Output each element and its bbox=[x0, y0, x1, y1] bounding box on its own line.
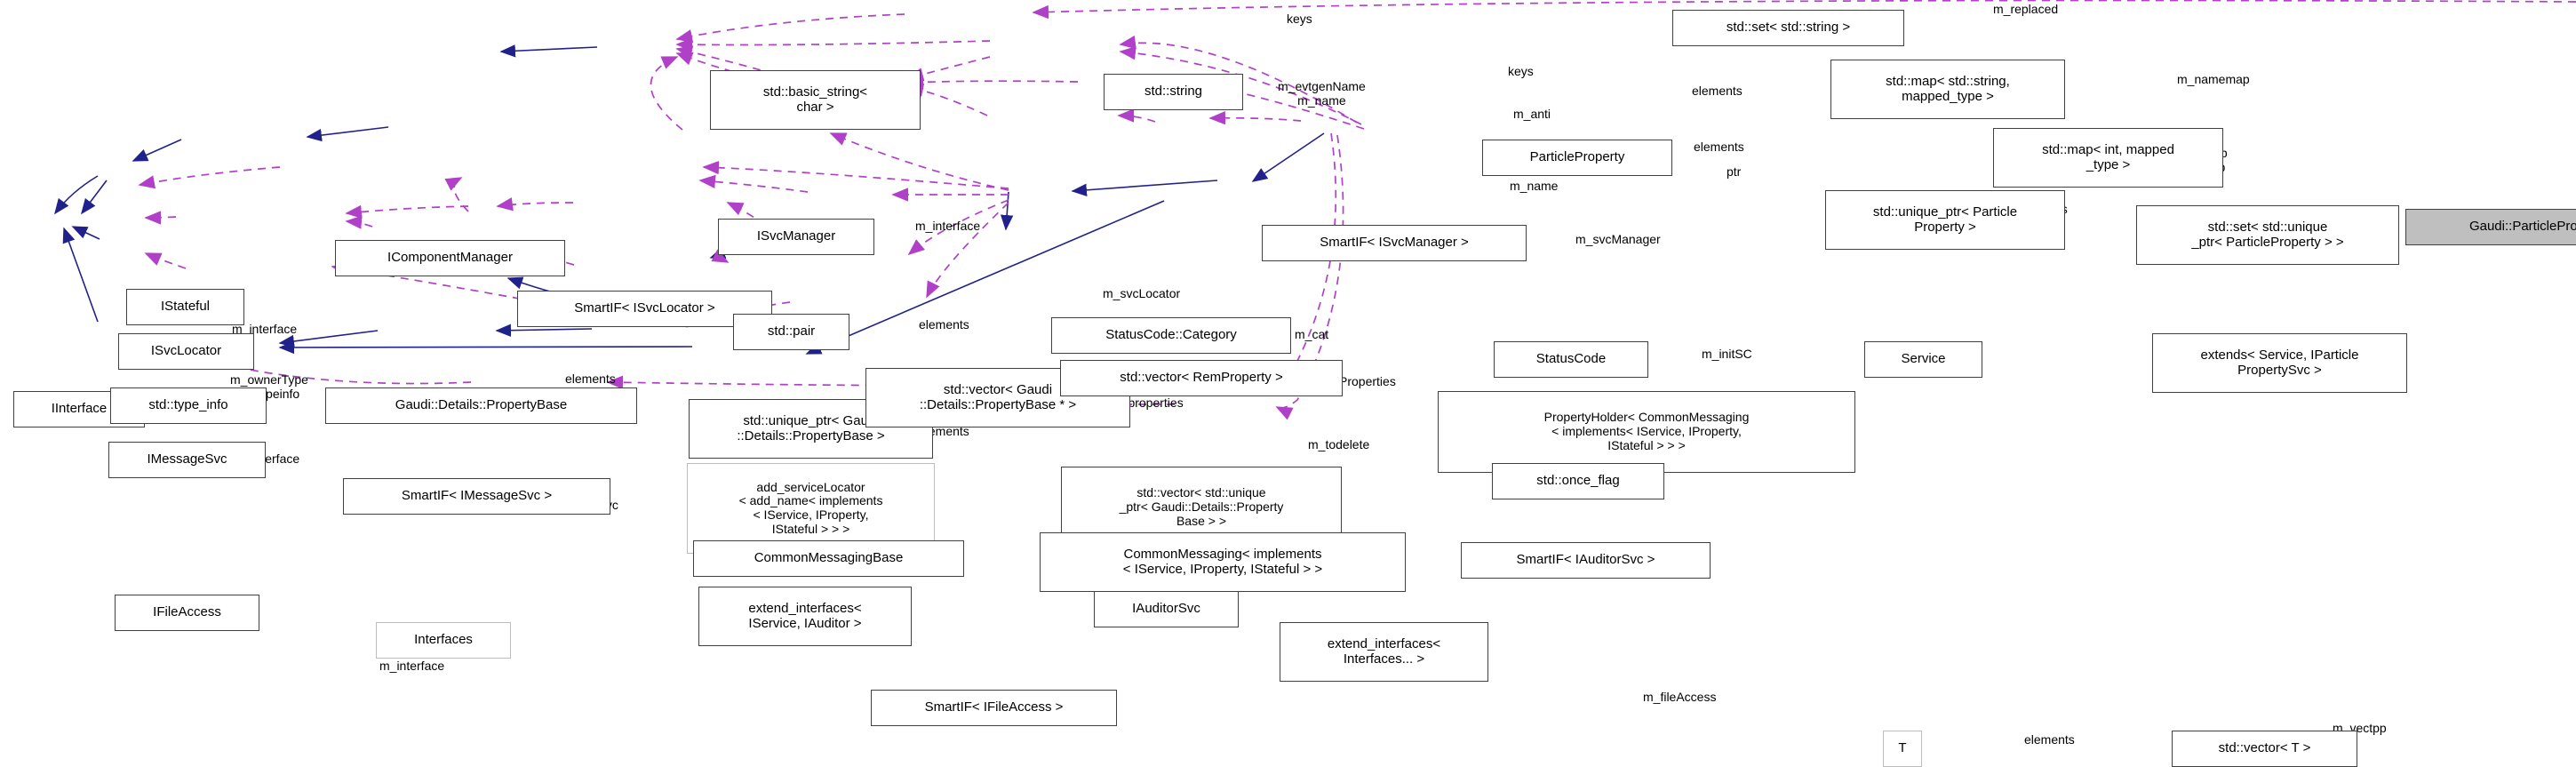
class-node-IMessageSvc[interactable]: IMessageSvc bbox=[108, 442, 266, 478]
edge-label-lbl_m_fileAccess: m_fileAccess bbox=[1643, 690, 1717, 704]
class-node-std_set_string[interactable]: std::set< std::string > bbox=[1672, 10, 1904, 46]
class-node-Interfaces[interactable]: Interfaces bbox=[376, 622, 511, 659]
edge-label-lbl_keys_1: keys bbox=[1287, 12, 1312, 26]
class-node-Gaudi_PropertyBase[interactable]: Gaudi::Details::PropertyBase bbox=[325, 387, 637, 424]
class-node-ISvcLocator[interactable]: ISvcLocator bbox=[118, 333, 254, 370]
edge-label-lbl_elements_T: elements bbox=[2024, 732, 2075, 747]
class-node-extend_interfaces_SA[interactable]: extend_interfaces< IService, IAuditor > bbox=[698, 587, 912, 646]
edge-label-lbl_elements_pp1: elements bbox=[1694, 140, 1744, 154]
edge-label-lbl_m_initSC: m_initSC bbox=[1702, 347, 1752, 361]
class-node-CommonMessagingBase[interactable]: CommonMessagingBase bbox=[693, 540, 964, 577]
class-node-Service[interactable]: Service bbox=[1864, 341, 1982, 378]
class-node-std_set_unique_PP[interactable]: std::set< std::unique _ptr< ParticleProp… bbox=[2136, 205, 2399, 265]
class-node-std_pair[interactable]: std::pair bbox=[733, 314, 849, 350]
edge-label-lbl_m_interface_5: m_interface bbox=[379, 659, 445, 673]
edge-label-lbl_m_anti: m_anti bbox=[1513, 107, 1551, 121]
class-node-SmartIF_IFileAccess[interactable]: SmartIF< IFileAccess > bbox=[871, 690, 1117, 726]
edge-label-lbl_m_svcLocator: m_svcLocator bbox=[1103, 286, 1181, 300]
class-node-IComponentManager[interactable]: IComponentManager bbox=[335, 240, 565, 276]
edge-label-lbl_m_interface_1: m_interface bbox=[915, 219, 981, 233]
edge-label-lbl_elements_pair: elements bbox=[919, 317, 969, 332]
edge-label-lbl_m_todelete: m_todelete bbox=[1308, 437, 1370, 451]
class-node-SmartIF_IAuditorSvc[interactable]: SmartIF< IAuditorSvc > bbox=[1461, 542, 1711, 579]
edge-label-lbl_m_replaced: m_replaced bbox=[1993, 2, 2059, 16]
class-node-IFileAccess[interactable]: IFileAccess bbox=[115, 595, 259, 631]
class-node-ISvcManager[interactable]: ISvcManager bbox=[718, 219, 874, 255]
class-node-std_map_string[interactable]: std::map< std::string, mapped_type > bbox=[1830, 60, 2065, 119]
class-node-ParticleProperty[interactable]: ParticleProperty bbox=[1482, 140, 1672, 176]
class-node-SmartIF_IMessageSvc[interactable]: SmartIF< IMessageSvc > bbox=[343, 478, 610, 515]
edge-label-lbl_m_evtgenName: m_evtgenName m_name bbox=[1278, 79, 1366, 108]
edge-label-lbl_ptr: ptr bbox=[1727, 164, 1742, 179]
class-node-std_type_info[interactable]: std::type_info bbox=[110, 387, 267, 424]
edge-label-lbl_elements_top: elements bbox=[1692, 84, 1743, 98]
class-node-SmartIF_ISvcManager[interactable]: SmartIF< ISvcManager > bbox=[1262, 225, 1527, 261]
class-node-add_serviceLocator[interactable]: add_serviceLocator < add_name< implement… bbox=[687, 463, 935, 554]
class-node-std_once_flag[interactable]: std::once_flag bbox=[1492, 463, 1664, 499]
class-node-PropertyHolder[interactable]: PropertyHolder< CommonMessaging < implem… bbox=[1438, 391, 1855, 473]
edge-label-lbl_m_name: m_name bbox=[1510, 179, 1559, 193]
edge-label-lbl_keys_2: keys bbox=[1508, 64, 1534, 78]
edge-label-lbl_m_svcManager: m_svcManager bbox=[1575, 232, 1661, 246]
class-node-StatusCode_Category[interactable]: StatusCode::Category bbox=[1051, 317, 1291, 354]
class-node-std_string[interactable]: std::string bbox=[1104, 74, 1243, 110]
class-node-T[interactable]: T bbox=[1883, 731, 1922, 767]
edge-label-lbl_m_namemap: m_namemap bbox=[2177, 72, 2250, 86]
class-node-std_unique_ptr_PP[interactable]: std::unique_ptr< Particle Property > bbox=[1825, 190, 2065, 250]
class-node-extend_interfaces_ALL[interactable]: extend_interfaces< Interfaces... > bbox=[1280, 622, 1488, 682]
class-node-extends_Service_IPPS[interactable]: extends< Service, IParticle PropertySvc … bbox=[2152, 333, 2407, 393]
class-node-std_vector_RemProperty[interactable]: std::vector< RemProperty > bbox=[1060, 360, 1343, 396]
class-node-IStateful[interactable]: IStateful bbox=[126, 289, 244, 325]
class-node-StatusCode[interactable]: StatusCode bbox=[1494, 341, 1648, 378]
class-node-std_vector_T[interactable]: std::vector< T > bbox=[2172, 731, 2357, 767]
class-node-std_basic_string[interactable]: std::basic_string< char > bbox=[710, 70, 921, 130]
edge-label-lbl_m_cat: m_cat bbox=[1295, 327, 1329, 341]
class-node-IAuditorSvc[interactable]: IAuditorSvc bbox=[1094, 591, 1239, 627]
class-node-std_map_int[interactable]: std::map< int, mapped _type > bbox=[1993, 128, 2223, 188]
class-node-CommonMessaging_impl[interactable]: CommonMessaging< implements < IService, … bbox=[1040, 532, 1406, 592]
